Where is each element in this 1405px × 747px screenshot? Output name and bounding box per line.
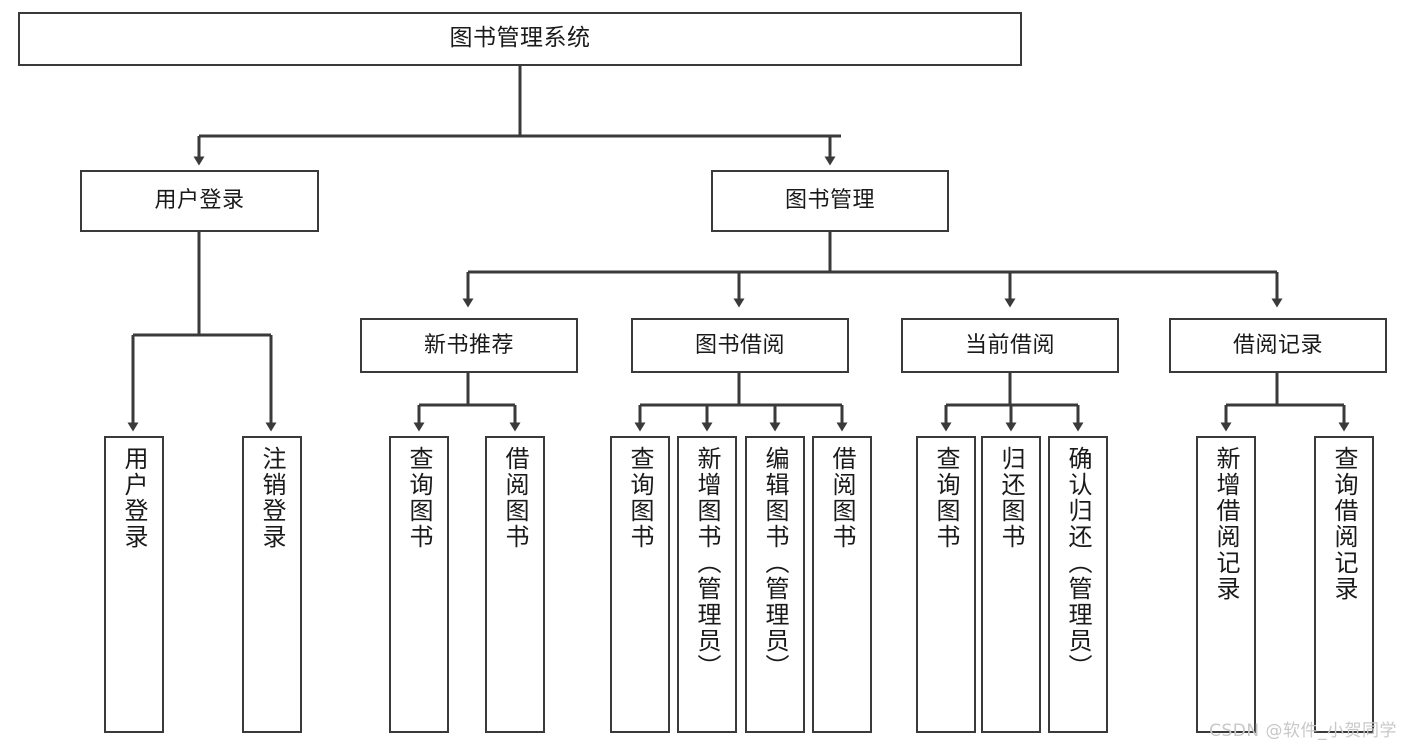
node-leaf-query-borrow-record[interactable]: 查询借阅记录	[1314, 436, 1374, 733]
node-label: 当前借阅	[964, 332, 1055, 358]
node-label: 图书借阅	[694, 332, 785, 358]
node-label: 图书管理	[784, 188, 875, 214]
node-leaf-borrow-book-2[interactable]: 借阅图书	[812, 436, 872, 733]
node-label: 新增图书（管理员）	[693, 446, 721, 680]
node-book-borrow[interactable]: 图书借阅	[631, 318, 849, 373]
node-label: 查询图书	[626, 446, 654, 550]
node-book-management[interactable]: 图书管理	[711, 170, 949, 232]
node-label: 新书推荐	[423, 332, 514, 358]
node-leaf-logout[interactable]: 注销登录	[242, 436, 302, 733]
node-root-book-management-system[interactable]: 图书管理系统	[18, 12, 1022, 66]
node-leaf-query-book-1[interactable]: 查询图书	[389, 436, 449, 733]
node-user-login[interactable]: 用户登录	[80, 170, 319, 232]
node-label: 新增借阅记录	[1212, 446, 1240, 602]
node-leaf-add-book-admin[interactable]: 新增图书（管理员）	[677, 436, 737, 733]
node-leaf-return-book[interactable]: 归还图书	[981, 436, 1041, 733]
csdn-watermark: CSDN @软件_小贺同学	[1209, 721, 1397, 741]
node-label: 借阅图书	[828, 446, 856, 550]
node-label: 注销登录	[258, 446, 286, 550]
node-leaf-user-login[interactable]: 用户登录	[104, 436, 164, 733]
node-label: 归还图书	[997, 446, 1025, 550]
node-label: 用户登录	[120, 446, 148, 550]
node-label: 确认归还（管理员）	[1064, 446, 1092, 680]
node-leaf-edit-book-admin[interactable]: 编辑图书（管理员）	[745, 436, 805, 733]
node-leaf-query-book-2[interactable]: 查询图书	[610, 436, 670, 733]
node-label: 借阅记录	[1232, 332, 1323, 358]
node-leaf-query-book-3[interactable]: 查询图书	[916, 436, 976, 733]
node-current-borrow[interactable]: 当前借阅	[901, 318, 1119, 373]
node-new-book-recommendation[interactable]: 新书推荐	[360, 318, 578, 373]
node-leaf-confirm-return-admin[interactable]: 确认归还（管理员）	[1048, 436, 1108, 733]
node-label: 查询图书	[932, 446, 960, 550]
node-label: 查询图书	[405, 446, 433, 550]
node-borrow-record[interactable]: 借阅记录	[1169, 318, 1387, 373]
node-label: 查询借阅记录	[1330, 446, 1358, 602]
node-label: 借阅图书	[501, 446, 529, 550]
node-label: 编辑图书（管理员）	[761, 446, 789, 680]
node-leaf-borrow-book-1[interactable]: 借阅图书	[485, 436, 545, 733]
node-label: 图书管理系统	[449, 25, 591, 52]
node-label: 用户登录	[154, 188, 245, 214]
node-leaf-add-borrow-record[interactable]: 新增借阅记录	[1196, 436, 1256, 733]
